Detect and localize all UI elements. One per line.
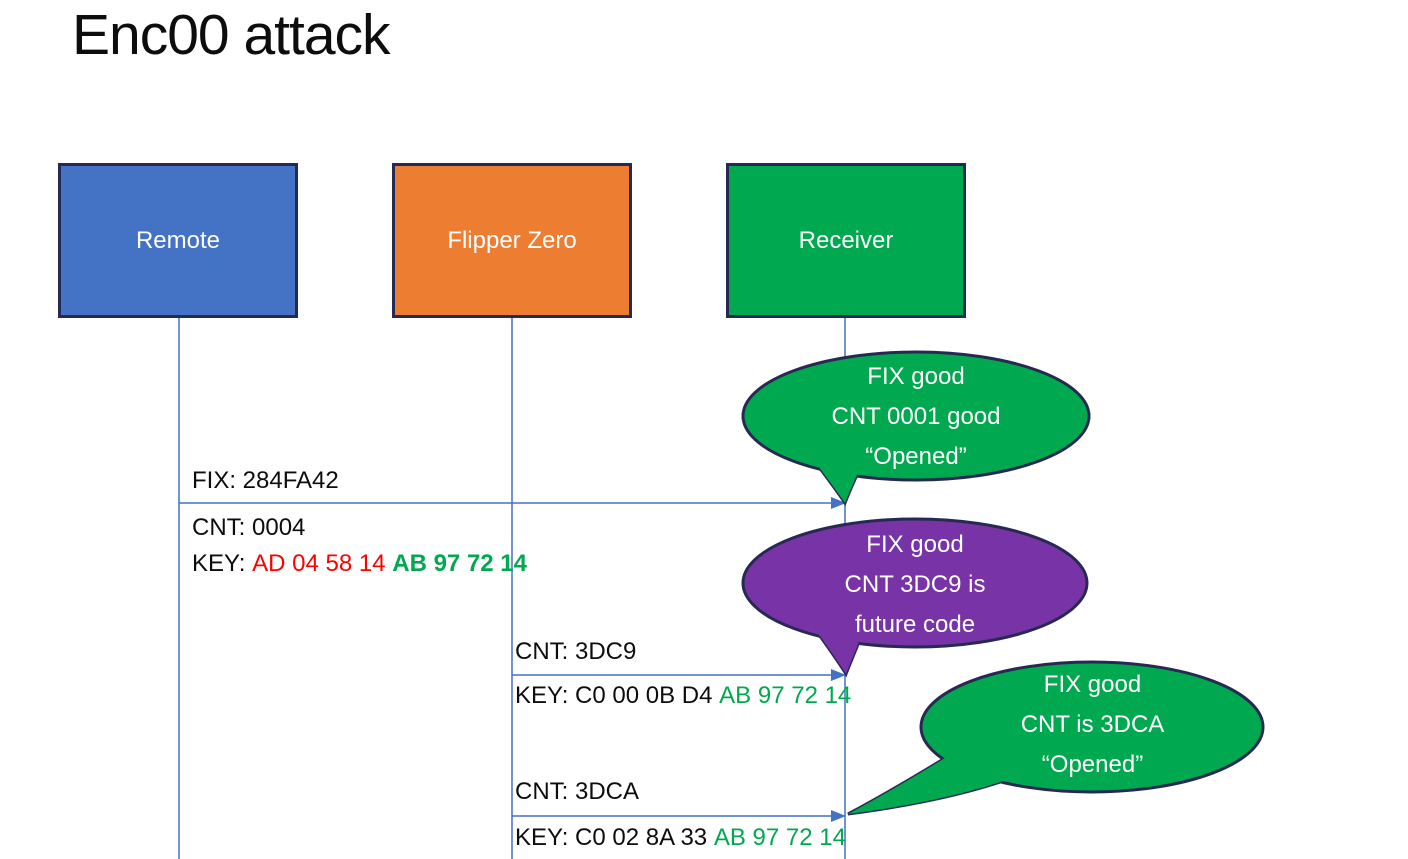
message-3-cnt-line: CNT: 3DCA bbox=[515, 778, 640, 805]
message-1-key-fixed-bytes: AB 97 72 14 bbox=[392, 550, 528, 577]
speech-bubble-1-text: FIX good CNT 0001 good “Opened” bbox=[743, 357, 1089, 477]
speech-bubble-3-line-3: “Opened” bbox=[1041, 751, 1144, 778]
actor-box-flipper-zero: Flipper Zero bbox=[392, 163, 632, 318]
speech-bubble-receiver-3 bbox=[847, 660, 1265, 816]
message-arrowhead-1 bbox=[831, 497, 846, 509]
speech-bubble-2-text: FIX good CNT 3DC9 is future code bbox=[742, 525, 1088, 645]
speech-bubble-receiver-2 bbox=[741, 517, 1089, 678]
message-2-key-label: KEY: C0 00 0B D4 bbox=[515, 682, 713, 709]
actor-label-flipper-zero: Flipper Zero bbox=[447, 226, 577, 254]
message-2-key-fixed-bytes: AB 97 72 14 bbox=[719, 682, 852, 709]
message-arrowhead-2 bbox=[831, 669, 846, 681]
message-arrowhead-3 bbox=[831, 810, 846, 822]
slide-title: Enc00 attack bbox=[72, 3, 391, 67]
speech-bubble-2-line-1: FIX good bbox=[866, 531, 964, 558]
actor-label-receiver: Receiver bbox=[798, 226, 894, 254]
speech-bubble-3-body bbox=[919, 660, 1265, 794]
speech-bubble-1-body bbox=[741, 350, 1091, 482]
message-2-cnt-line: CNT: 3DC9 bbox=[515, 638, 637, 665]
message-1-cnt-line: CNT: 0004 bbox=[192, 514, 306, 541]
speech-bubble-2-tail-join bbox=[806, 615, 870, 674]
speech-bubble-2-line-3: future code bbox=[854, 611, 976, 638]
message-1-key-label: KEY: bbox=[192, 550, 246, 577]
speech-bubble-1-line-2: CNT 0001 good bbox=[831, 403, 1001, 430]
speech-bubble-2-body bbox=[741, 517, 1089, 649]
message-3-key-label: KEY: C0 02 8A 33 bbox=[515, 824, 708, 851]
speech-bubble-1-line-1: FIX good bbox=[867, 363, 965, 390]
speech-bubble-3-tail-join bbox=[848, 755, 1012, 814]
speech-bubble-2-line-2: CNT 3DC9 is bbox=[844, 571, 986, 598]
speech-bubble-receiver-1 bbox=[741, 350, 1091, 507]
actor-box-remote: Remote bbox=[58, 163, 298, 318]
speech-bubble-3-text: FIX good CNT is 3DCA “Opened” bbox=[920, 665, 1265, 785]
actor-box-receiver: Receiver bbox=[726, 163, 966, 318]
actor-label-remote: Remote bbox=[135, 226, 221, 254]
message-1-key-changing-bytes: AD 04 58 14 bbox=[252, 550, 386, 577]
speech-bubble-1-tail-join bbox=[806, 448, 870, 503]
speech-bubble-3-line-2: CNT is 3DCA bbox=[1020, 711, 1165, 738]
speech-bubble-1-line-3: “Opened” bbox=[865, 443, 967, 470]
speech-bubble-3-line-1: FIX good bbox=[1043, 671, 1142, 698]
message-1-fix-line: FIX: 284FA42 bbox=[192, 467, 339, 494]
message-3-key-fixed-bytes: AB 97 72 14 bbox=[713, 824, 846, 851]
